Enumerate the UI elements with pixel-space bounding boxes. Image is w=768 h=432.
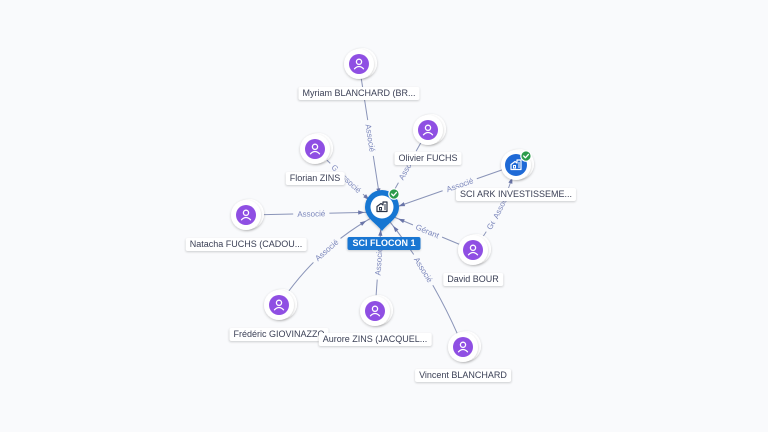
edge-label-text: Associé [412,256,435,285]
edge-arrow [359,220,367,226]
node-label-natacha[interactable]: Natacha FUCHS (CADOU... [185,238,307,251]
building-icon [376,201,388,213]
node-label-florian[interactable]: Florian ZINS [285,172,345,185]
node-label-sciark[interactable]: SCI ARK INVESTISSEME... [455,188,577,201]
node-florian[interactable] [300,133,333,164]
edge-label-bg [293,207,330,219]
edge-arrow [358,210,365,215]
person-icon [365,301,385,321]
edge-label-text: Associé [374,247,385,276]
node-label-aurore[interactable]: Aurore ZINS (JACQUEL... [318,333,432,346]
edge-natacha-central: Associé [245,207,383,219]
edge-label-vincent-central-0: Associé [410,251,438,288]
node-david[interactable] [458,234,491,265]
person-icon [349,54,369,74]
edge-label-bg [309,233,344,266]
person-icon [236,205,256,225]
nodes-layer [231,48,534,362]
node-label-david[interactable]: David BOUR [443,273,503,286]
node-olivier[interactable] [413,114,446,145]
central-node-label[interactable]: SCI FLOCON 1 [347,237,421,250]
person-icon [269,295,289,315]
edge-label-bg [363,119,379,157]
edge-label-text: Associé [363,124,376,154]
edge-label-myriam-central-0: Associé [363,119,379,157]
edge-arrow [378,229,383,236]
edge-label-bg [440,173,479,195]
node-label-myriam[interactable]: Myriam BLANCHARD (BR... [298,87,420,100]
node-frederic[interactable] [264,289,297,320]
edge-label-frederic-central-0: Associé [309,233,344,266]
person-icon [418,120,438,140]
node-label-olivier[interactable]: Olivier FUCHS [394,152,462,165]
node-myriam[interactable] [344,48,377,79]
node-label-frederic[interactable]: Frédéric GIOVINAZZO [229,328,329,341]
verified-check-icon [388,188,400,200]
node-label-vincent[interactable]: Vincent BLANCHARD [415,369,511,382]
edge-frederic-central: Associé [278,211,383,306]
edge-line [278,211,383,306]
edge-arrow [398,218,405,224]
edge-label-bg [411,219,445,242]
node-aurore[interactable] [360,295,393,326]
building-icon [510,159,522,171]
edge-label-natacha-central-0: Associé [293,207,330,219]
edge-arrow [398,202,406,207]
edge-label-bg [371,243,385,280]
verified-check-icon [520,150,532,162]
edge-label-text: Associé [297,209,326,219]
node-vincent[interactable] [448,331,481,362]
edge-label-aurore-central-0: Associé [371,243,385,280]
node-sciark[interactable] [501,149,534,180]
person-icon [305,139,325,159]
person-icon [463,240,483,260]
node-natacha[interactable] [231,199,264,230]
central-node[interactable] [365,188,400,231]
edge-label-text: Associé [313,237,340,263]
edge-arrow [393,225,399,233]
edge-label-bg [410,251,438,288]
person-icon [453,337,473,357]
